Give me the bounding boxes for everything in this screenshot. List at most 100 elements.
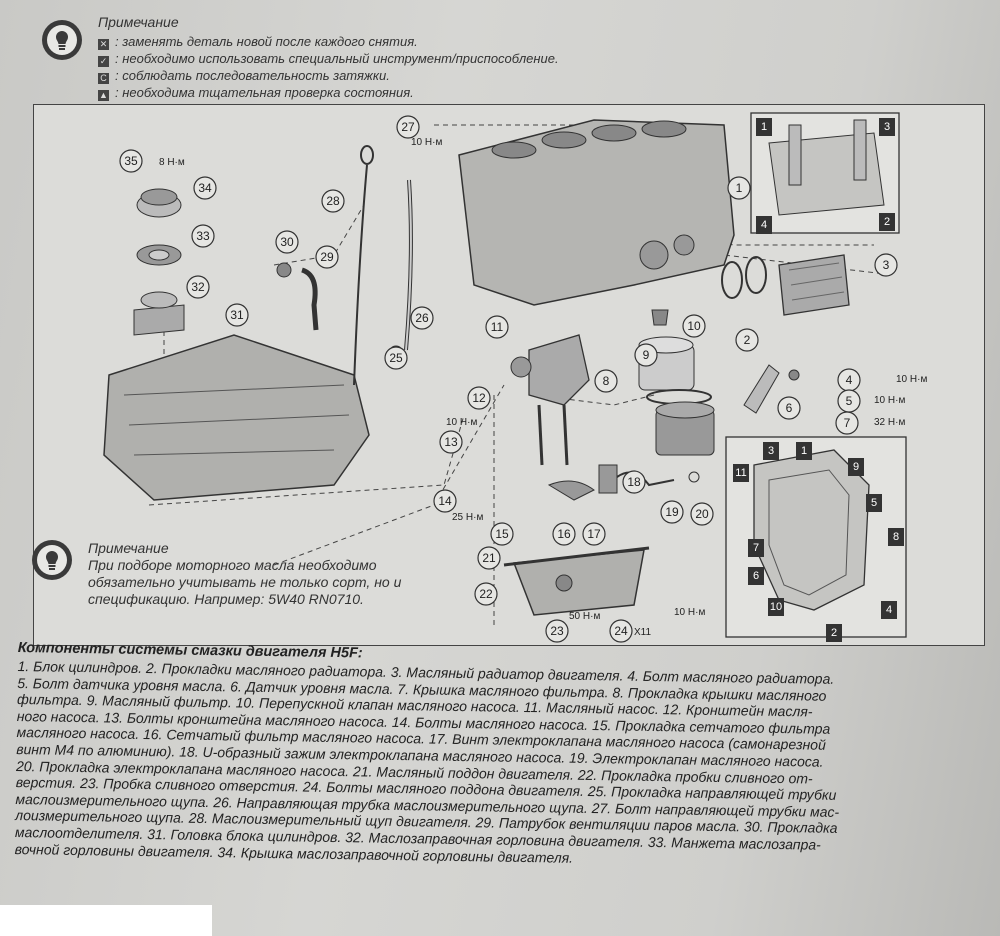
callout-9: 9: [634, 343, 658, 367]
callout-11: 11: [485, 315, 509, 339]
callout-24: 24: [609, 619, 633, 643]
callout-31: 31: [225, 303, 249, 327]
svg-text:4: 4: [761, 219, 767, 231]
callout-21: 21: [477, 546, 501, 570]
components-legend: Компоненты системы смазки двигателя H5F:…: [15, 640, 993, 872]
svg-text:22: 22: [479, 587, 493, 601]
sump-tightening-inset: [725, 436, 907, 638]
svg-text:32: 32: [191, 280, 205, 294]
blank-region: [0, 905, 212, 936]
top-note-title: Примечание: [98, 14, 179, 30]
bottom-note-line: спецификацию. Например: 5W40 RN0710.: [88, 591, 364, 607]
svg-text:12: 12: [472, 391, 486, 405]
svg-text:25: 25: [389, 351, 403, 365]
svg-text:2: 2: [831, 627, 837, 639]
callout-7: 7: [835, 411, 859, 435]
oil-pump: [510, 334, 595, 501]
svg-text:15: 15: [495, 527, 509, 541]
svg-text:2: 2: [744, 333, 751, 347]
cylinder-block: [458, 119, 735, 306]
svg-text:17: 17: [587, 527, 601, 541]
svg-text:3: 3: [884, 121, 890, 133]
svg-text:3: 3: [883, 258, 890, 272]
torque-label: 10 Н·м: [411, 137, 442, 148]
callout-14: 14: [433, 489, 457, 513]
svg-text:10: 10: [687, 319, 701, 333]
callout-12: 12: [467, 386, 491, 410]
svg-text:9: 9: [853, 461, 859, 473]
svg-text:13: 13: [444, 435, 458, 449]
lightbulb-icon: [32, 540, 72, 580]
callout-28: 28: [321, 189, 345, 213]
svg-text:19: 19: [665, 505, 679, 519]
note-line-tightening-order: C: соблюдать последовательность затяжки.: [98, 68, 390, 84]
oil-cooler: [721, 254, 850, 316]
callout-22: 22: [474, 582, 498, 606]
callout-8: 8: [594, 369, 618, 393]
torque-label: 8 Н·м: [159, 157, 185, 168]
torque-label: 25 Н·м: [452, 512, 483, 523]
note-line-special-tool: ✓: необходимо использовать специальный и…: [98, 51, 559, 67]
bottom-note-line: При подборе моторного масла необходимо: [88, 557, 377, 573]
svg-text:4: 4: [846, 373, 853, 387]
svg-text:28: 28: [326, 194, 340, 208]
svg-text:31: 31: [230, 308, 244, 322]
tool-symbol-icon: ✓: [98, 56, 109, 67]
svg-text:35: 35: [124, 154, 138, 168]
sump-bolt-8: 8: [888, 528, 904, 546]
radiator-bolt-4: 4: [756, 216, 772, 234]
top-note: Примечание ✕: заменять деталь новой посл…: [40, 12, 660, 102]
callout-13: 13: [439, 430, 463, 454]
callout-5: 5: [837, 389, 861, 413]
svg-text:14: 14: [438, 494, 452, 508]
svg-text:20: 20: [695, 507, 709, 521]
callout-35: 35: [119, 149, 143, 173]
callout-20: 20: [690, 502, 714, 526]
svg-text:9: 9: [643, 348, 650, 362]
svg-text:23: 23: [550, 624, 564, 638]
radiator-bolt-3: 3: [879, 118, 895, 136]
svg-text:3: 3: [768, 445, 774, 457]
torque-label: 10 Н·м: [874, 395, 905, 406]
callout-25: 25: [384, 346, 408, 370]
callout-3: 3: [874, 253, 898, 277]
svg-text:33: 33: [196, 229, 210, 243]
sump-bolt-3: 3: [763, 442, 779, 460]
svg-text:30: 30: [280, 235, 294, 249]
callout-23: 23: [545, 619, 569, 643]
svg-text:8: 8: [893, 531, 899, 543]
callout-17: 17: [582, 522, 606, 546]
cylinder-head: [103, 334, 370, 501]
bottom-note: Примечание При подборе моторного масла н…: [30, 540, 450, 620]
svg-text:26: 26: [415, 311, 429, 325]
svg-text:7: 7: [844, 416, 851, 430]
svg-text:5: 5: [871, 497, 877, 509]
quantity-x11-label: X11: [634, 627, 651, 638]
bottom-note-line: обязательно учитывать не только сорт, но…: [88, 574, 402, 590]
sump-bolt-6: 6: [748, 567, 764, 585]
callout-4: 4: [837, 368, 861, 392]
callout-6: 6: [777, 396, 801, 420]
sump-bolt-11: 11: [733, 464, 749, 482]
callout-26: 26: [410, 306, 434, 330]
svg-text:21: 21: [482, 551, 496, 565]
svg-text:18: 18: [627, 475, 641, 489]
svg-text:2: 2: [884, 216, 890, 228]
callout-18: 18: [622, 470, 646, 494]
note-line-replace: ✕: заменять деталь новой после каждого с…: [98, 34, 418, 50]
callout-33: 33: [191, 224, 215, 248]
svg-text:27: 27: [401, 120, 415, 134]
callout-16: 16: [552, 522, 576, 546]
svg-text:6: 6: [786, 401, 793, 415]
torque-label: 10 Н·м: [446, 417, 477, 428]
torque-label: 32 Н·м: [874, 417, 905, 428]
callout-32: 32: [186, 275, 210, 299]
radiator-bolt-1: 1: [756, 118, 772, 136]
callout-29: 29: [315, 245, 339, 269]
sump-bolt-1: 1: [796, 442, 812, 460]
callout-30: 30: [275, 230, 299, 254]
sump-bolt-2: 2: [826, 624, 842, 642]
callout-15: 15: [490, 522, 514, 546]
sump-bolt-5: 5: [866, 494, 882, 512]
